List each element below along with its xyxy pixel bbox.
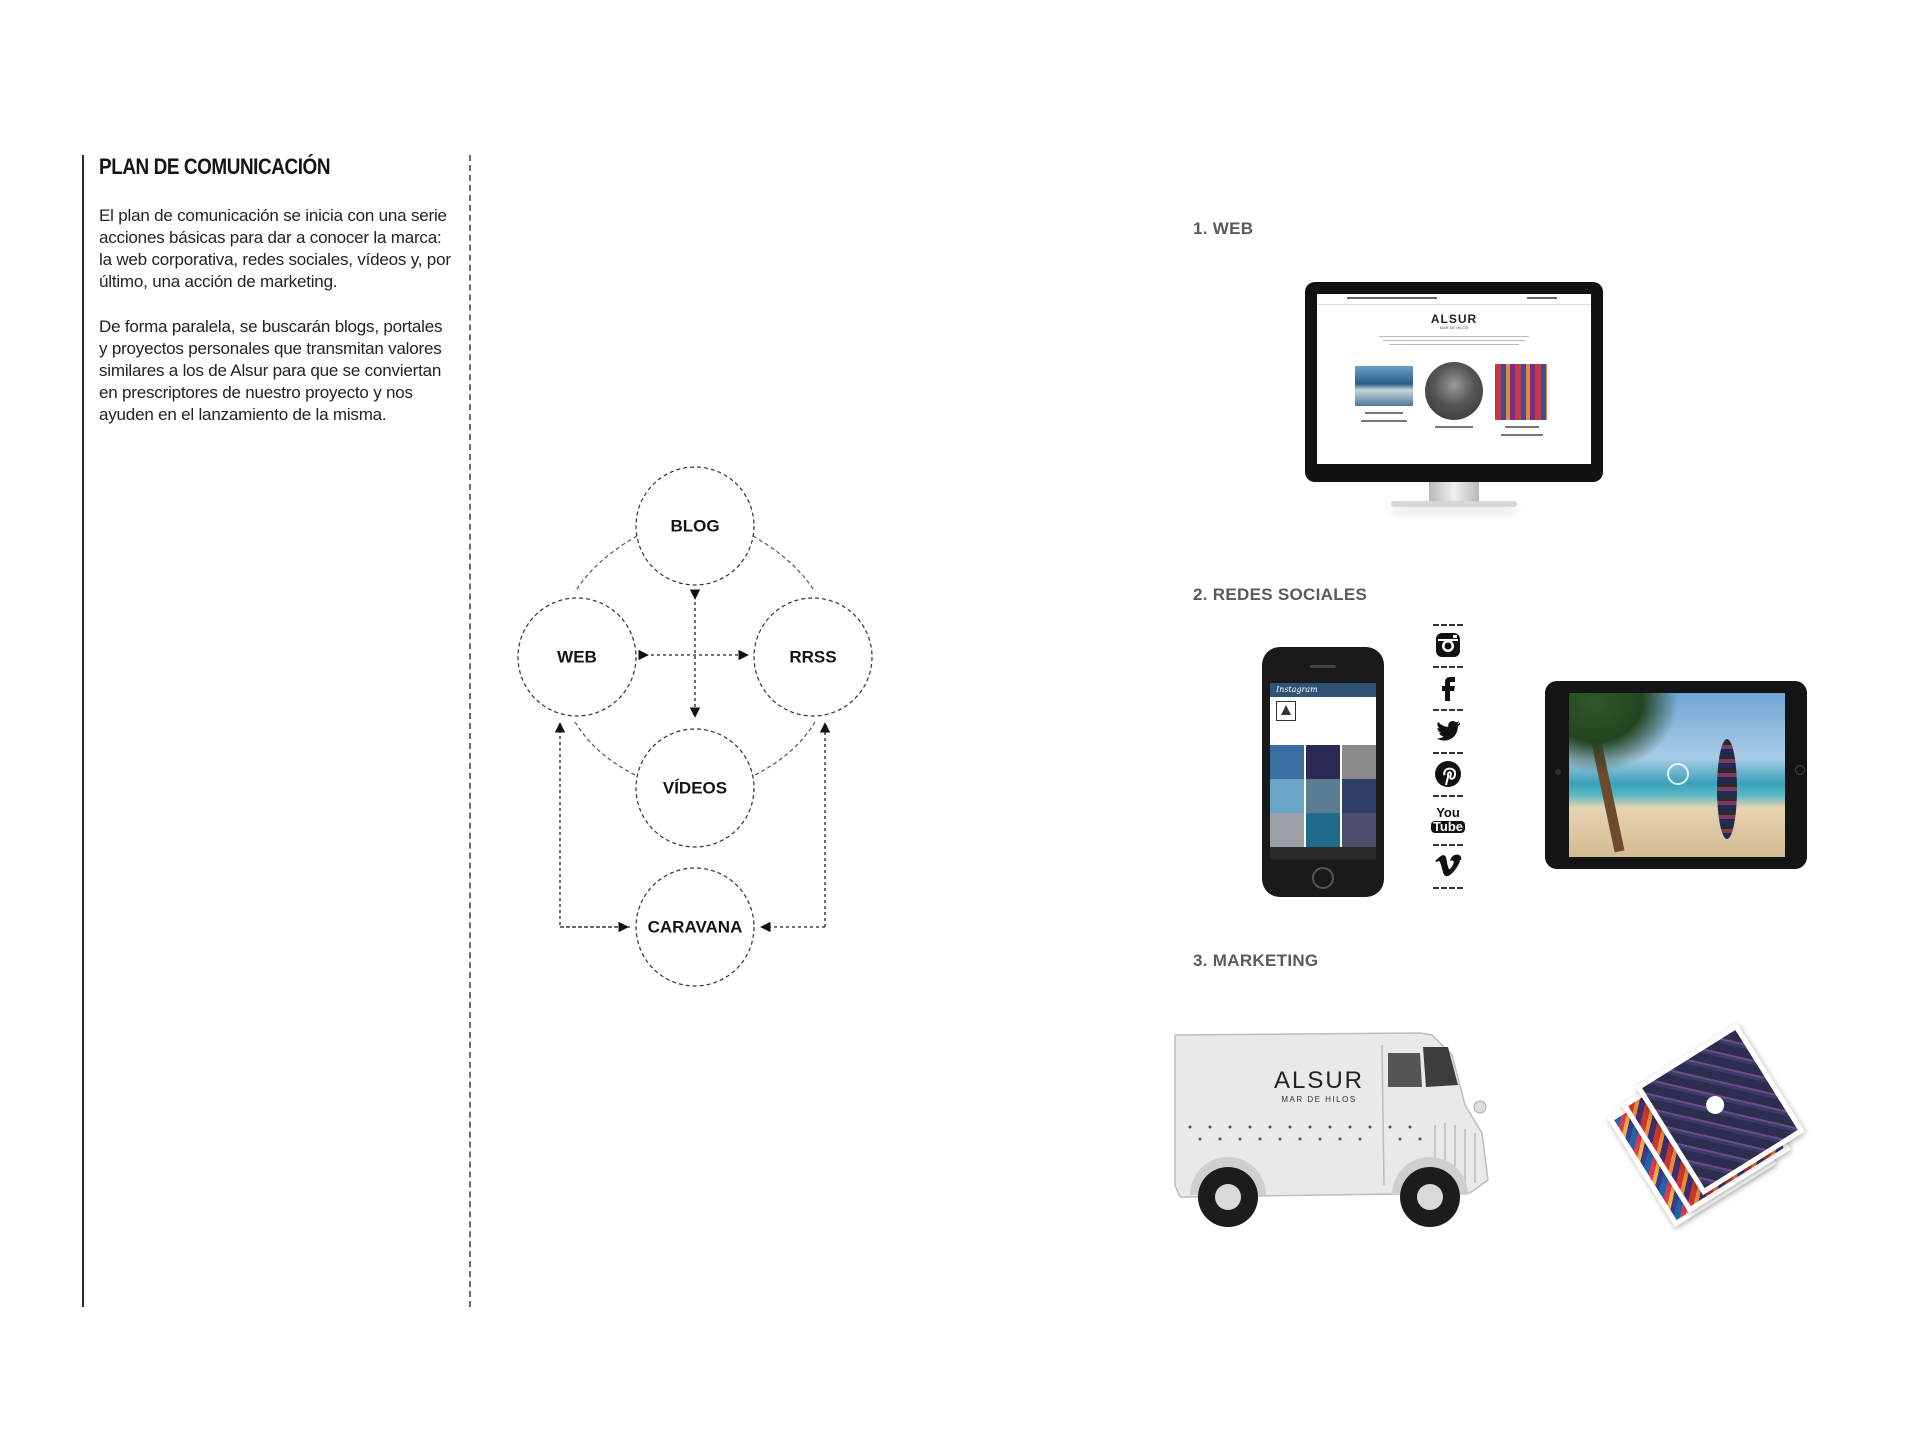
youtube-tube-text: Tube xyxy=(1430,819,1466,834)
tablet-camera xyxy=(1555,769,1561,775)
intro-paragraph: El plan de comunicación se inicia con un… xyxy=(99,206,451,291)
arc-blog-rrss xyxy=(752,535,816,593)
monitor-base xyxy=(1391,501,1517,507)
phone-home-button xyxy=(1312,867,1334,889)
tablet-home-button xyxy=(1795,765,1805,775)
tablet-mockup xyxy=(1545,681,1807,869)
vimeo-icon xyxy=(1431,849,1465,883)
youtube-icon: You Tube xyxy=(1430,800,1466,840)
caravana-to-web-arrow xyxy=(554,722,630,928)
communication-diagram: BLOG WEB RRSS VÍDEOS CARAVANA xyxy=(500,450,900,1010)
caravana-van-image: ALSUR MAR DE HILOS xyxy=(1170,1015,1560,1233)
node-circle-blog xyxy=(635,466,755,586)
parallel-paragraph: De forma paralela, se buscarán blogs, po… xyxy=(99,317,443,424)
pinterest-icon xyxy=(1431,757,1465,791)
instagram-icon xyxy=(1431,628,1465,662)
website-logo: ALSUR xyxy=(1430,312,1478,326)
website-image-textile xyxy=(1495,364,1547,420)
arc-web-videos xyxy=(574,721,638,777)
instagram-tabbar xyxy=(1270,847,1376,859)
facebook-icon xyxy=(1431,671,1465,705)
section-title-social: 2. REDES SOCIALES xyxy=(1193,585,1368,604)
instagram-avatar xyxy=(1276,701,1296,721)
node-label-rrss: RRSS xyxy=(789,647,836,666)
surfboard xyxy=(1717,739,1737,839)
printed-cards-image xyxy=(1607,1022,1805,1228)
instagram-screen: Instagram xyxy=(1270,683,1376,859)
section-title-web: 1. WEB xyxy=(1193,219,1254,238)
page-title: PLAN DE COMUNICACIÓN xyxy=(99,154,331,179)
instagram-header: Instagram xyxy=(1270,683,1376,697)
node-circle-caravana xyxy=(635,867,755,987)
van-svg xyxy=(1174,1032,1489,1227)
node-label-caravana: CARAVANA xyxy=(648,917,743,936)
website-image-portrait xyxy=(1425,362,1483,420)
node-circle-videos xyxy=(635,728,755,848)
website-image-surf xyxy=(1355,366,1413,406)
monitor-stand xyxy=(1429,482,1479,504)
card-logo-badge xyxy=(1702,1092,1728,1118)
video-screen xyxy=(1569,693,1785,857)
smartphone-mockup: Instagram xyxy=(1262,647,1384,897)
palm-leaves xyxy=(1569,693,1679,773)
node-circle-web xyxy=(517,597,637,717)
youtube-you-text: You xyxy=(1436,805,1460,820)
desktop-monitor-mockup: ALSUR MAR DE HILOS xyxy=(1305,282,1605,522)
monitor-bezel: ALSUR MAR DE HILOS xyxy=(1305,282,1603,482)
website-screen: ALSUR MAR DE HILOS xyxy=(1317,294,1591,464)
node-label-blog: BLOG xyxy=(670,516,719,535)
website-logo-subtitle: MAR DE HILOS xyxy=(1439,325,1469,330)
diagram-svg: BLOG WEB RRSS VÍDEOS CARAVANA xyxy=(517,466,873,987)
instagram-title: Instagram xyxy=(1276,685,1318,694)
website-nav xyxy=(1317,294,1591,305)
van-brand-logo: ALSUR xyxy=(1273,1067,1365,1094)
play-icon[interactable] xyxy=(1667,763,1689,785)
left-vertical-rule xyxy=(82,155,84,1307)
arc-blog-web xyxy=(574,535,638,593)
van-brand-subtitle: MAR DE HILOS xyxy=(1281,1095,1357,1104)
phone-speaker xyxy=(1310,665,1336,668)
section-title-marketing: 3. MARKETING xyxy=(1193,951,1319,970)
dashed-column-divider xyxy=(469,155,471,1307)
node-label-web: WEB xyxy=(557,647,597,666)
node-label-videos: VÍDEOS xyxy=(663,778,727,797)
twitter-icon xyxy=(1431,714,1465,748)
arc-rrss-videos xyxy=(752,721,816,777)
node-circle-rrss xyxy=(753,597,873,717)
